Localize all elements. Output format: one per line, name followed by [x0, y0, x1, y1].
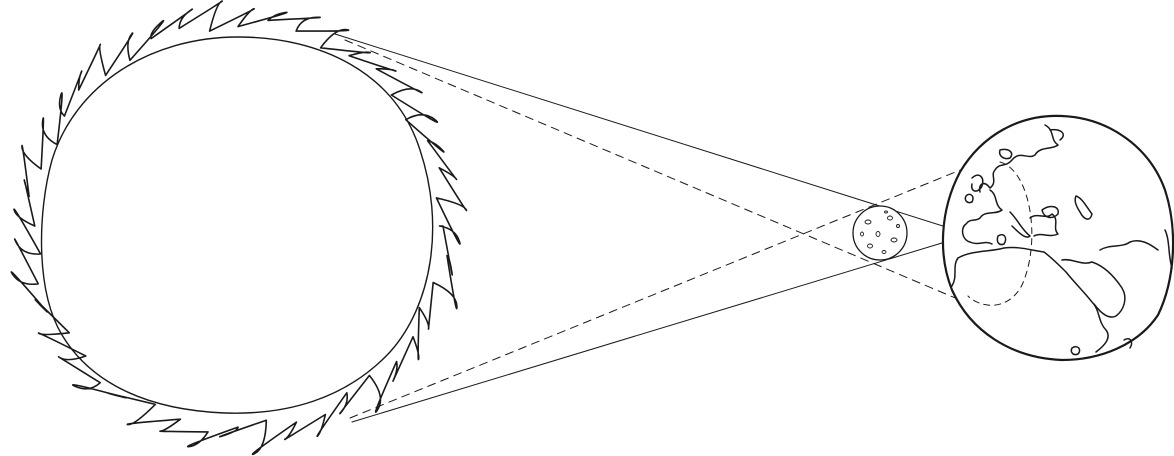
sun-corona: [11, 1, 466, 454]
umbra-ray-lower: [352, 236, 965, 422]
sun-disc: [42, 37, 433, 413]
sun: [11, 1, 466, 454]
penumbra-ray-upper: [345, 40, 960, 300]
earth-outline: [943, 116, 1173, 360]
umbra-ray-upper: [335, 34, 965, 233]
moon: [853, 206, 907, 260]
earth: [943, 116, 1173, 360]
